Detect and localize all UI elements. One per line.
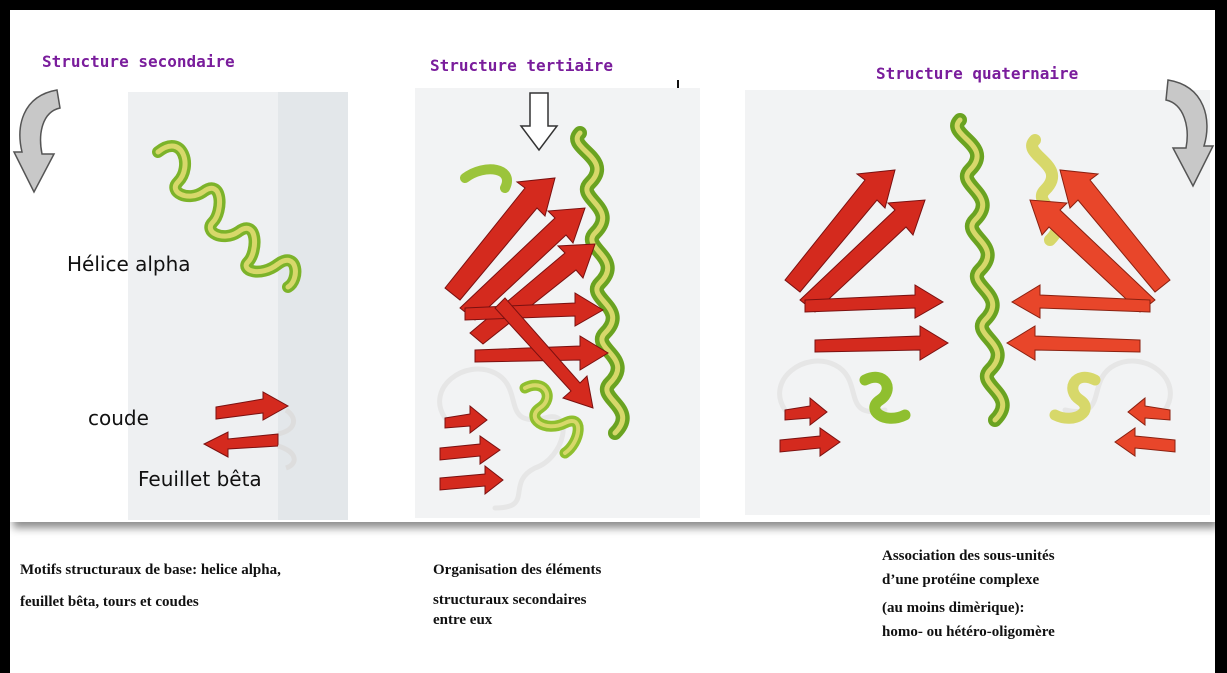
curved-arrow-right-icon — [1160, 72, 1215, 197]
caption-secondary: Motifs structuraux de base: helice alpha… — [20, 558, 281, 614]
caption-quaternary-line-2: d’une protéine complexe — [882, 568, 1055, 592]
figure-frame: Structure secondaire Structure tertiaire… — [10, 10, 1215, 522]
title-secondary: Structure secondaire — [42, 52, 235, 71]
caption-tertiary-line-1: Organisation des éléments — [433, 558, 601, 582]
label-helix: Hélice alpha — [67, 252, 191, 276]
caption-quaternary-line-1: Association des sous-unités — [882, 544, 1055, 568]
caption-tertiary: Organisation des éléments structuraux se… — [433, 558, 601, 632]
label-sheet: Feuillet bêta — [138, 467, 262, 491]
caption-quaternary-line-3: (au moins dimèrique): — [882, 596, 1055, 620]
title-quaternary: Structure quaternaire — [876, 64, 1078, 83]
caption-quaternary-line-4: homo- ou hétéro-oligomère — [882, 620, 1055, 644]
quaternary-structure-art — [745, 90, 1210, 515]
caption-secondary-line-1: Motifs structuraux de base: helice alpha… — [20, 558, 281, 582]
label-turn: coude — [88, 406, 149, 430]
secondary-structure-art — [128, 92, 348, 520]
tertiary-structure-art — [405, 88, 700, 518]
curved-arrow-left-icon — [12, 82, 72, 202]
page: Structure secondaire Structure tertiaire… — [10, 10, 1215, 673]
caption-quaternary: Association des sous-unités d’une protéi… — [882, 544, 1055, 644]
title-tertiary: Structure tertiaire — [430, 56, 613, 75]
caption-secondary-line-2: feuillet bêta, tours et coudes — [20, 590, 281, 614]
